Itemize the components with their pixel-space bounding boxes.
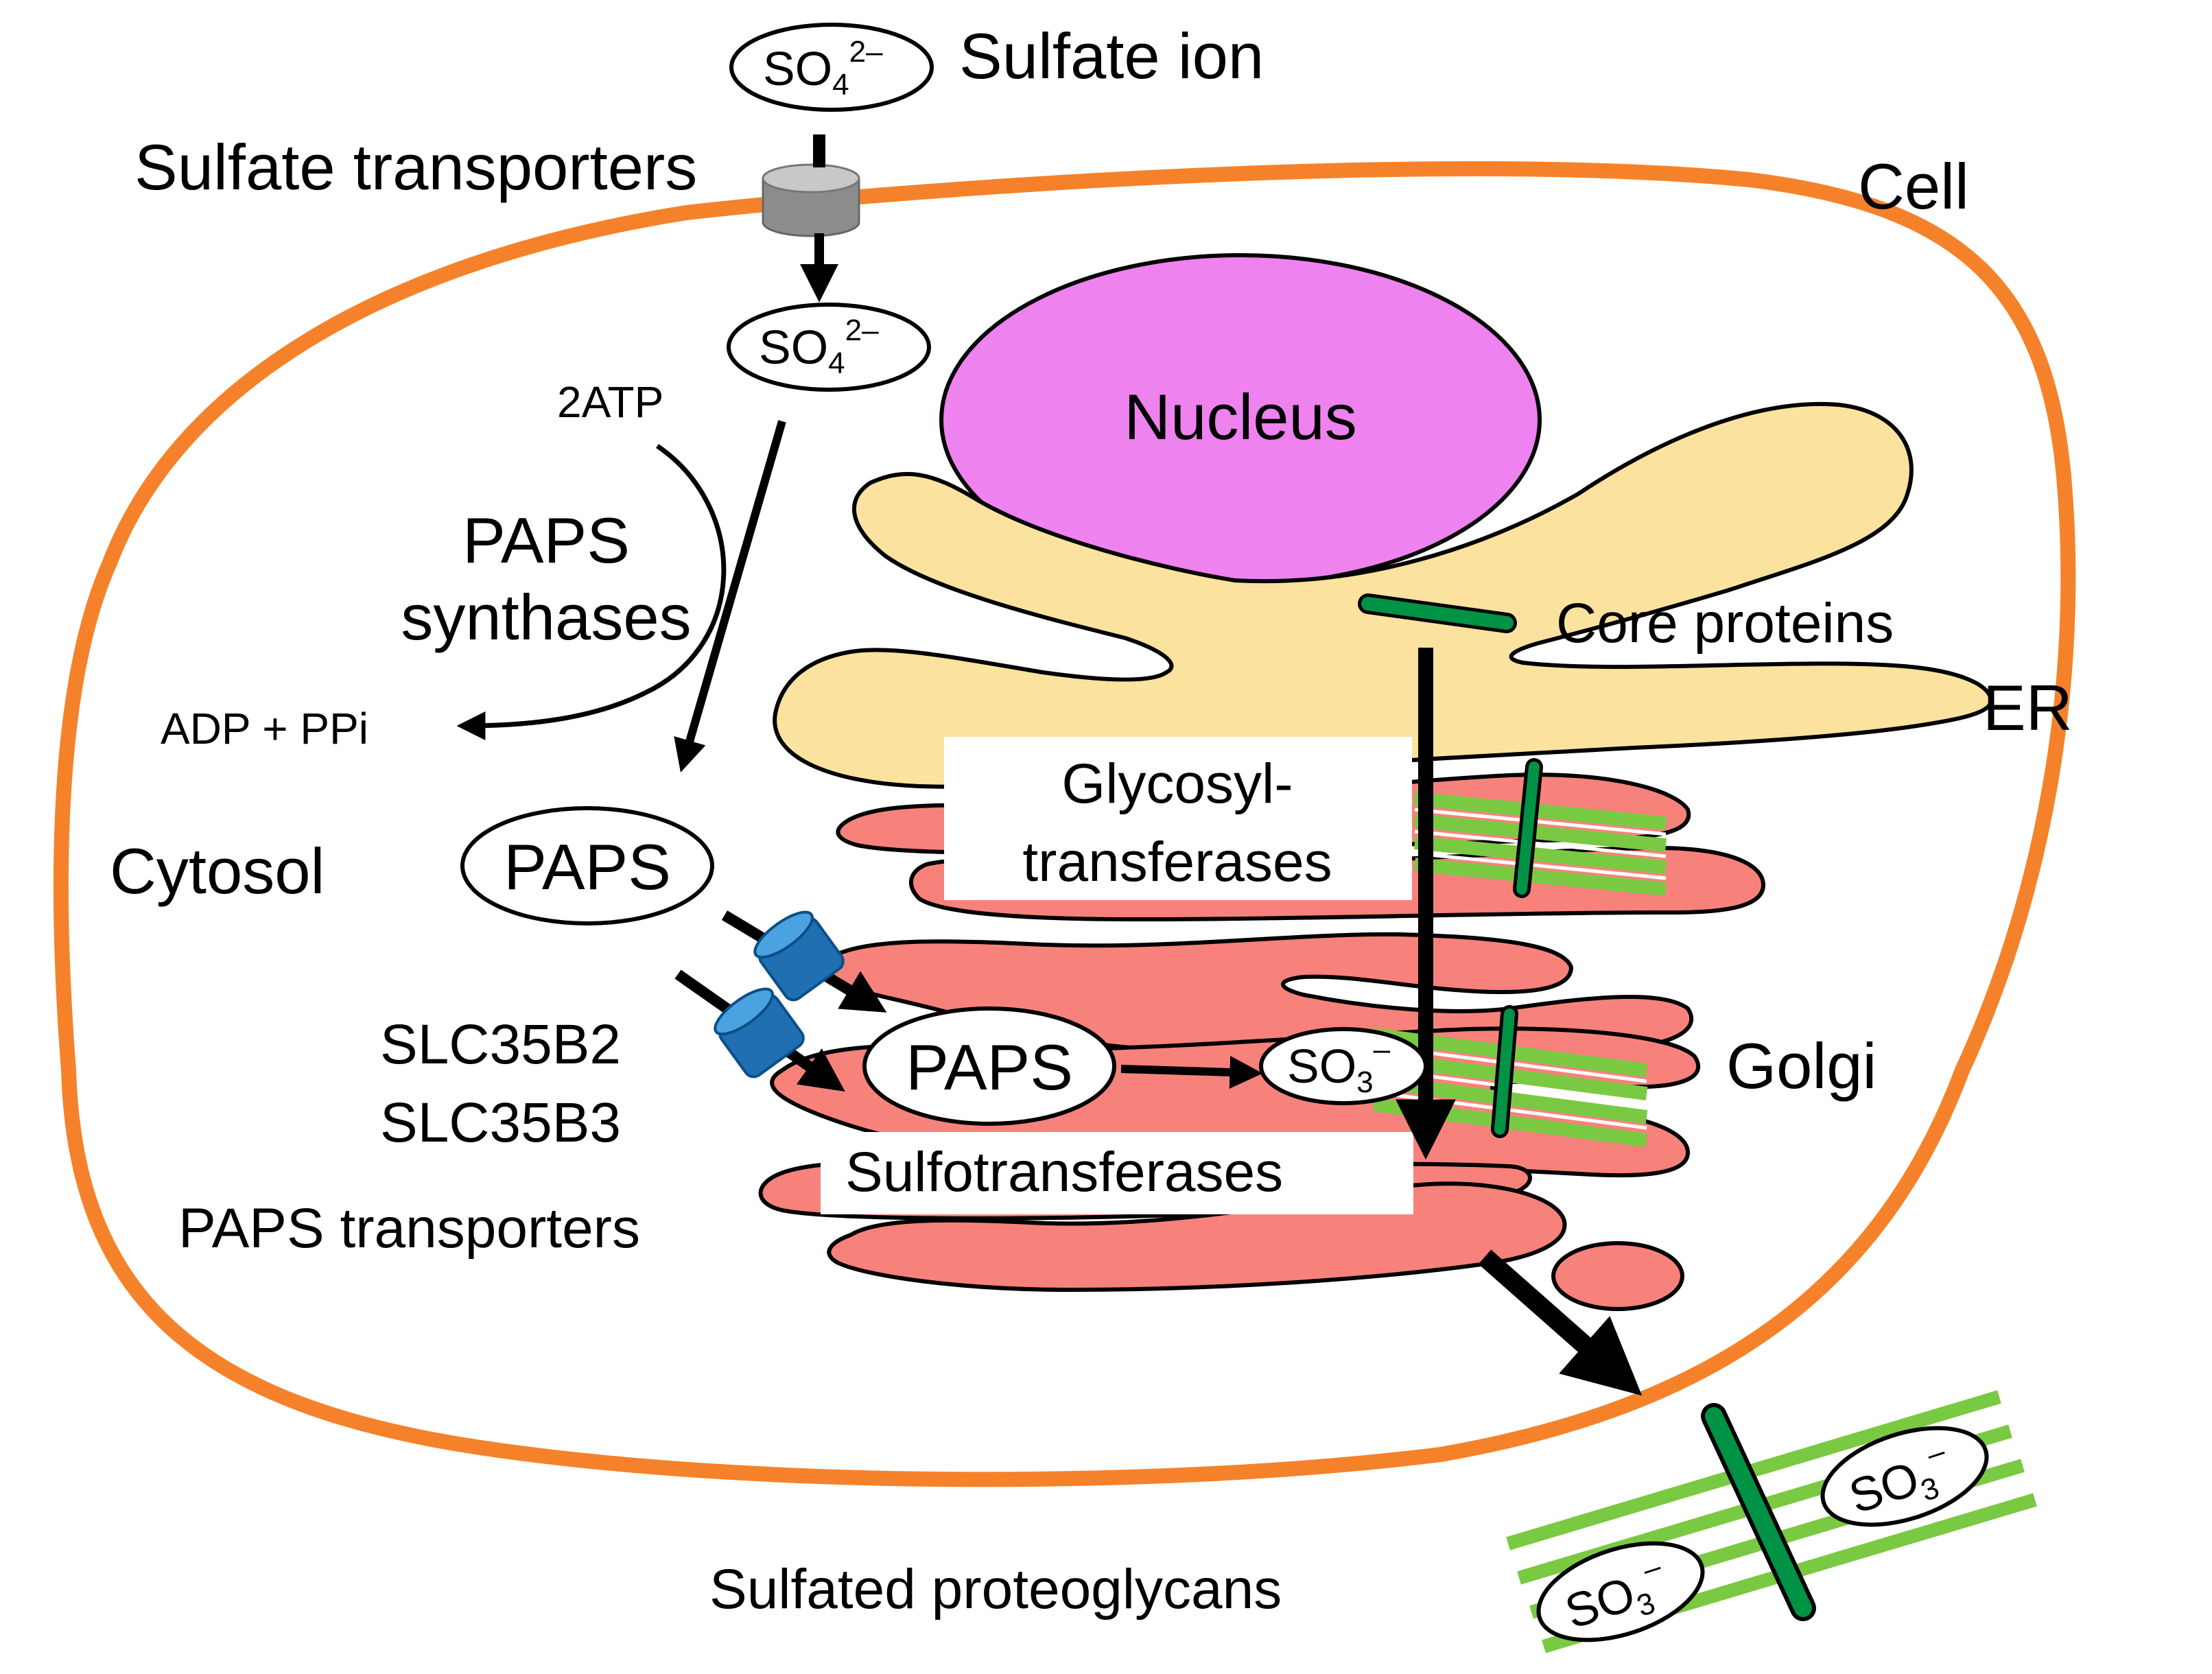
sulfate-ion-outside xyxy=(729,23,934,112)
cytosol-label: Cytosol xyxy=(110,835,325,907)
glycan-chains-upper xyxy=(1414,792,1667,896)
paps-synthases-label-line1: PAPS xyxy=(462,504,630,576)
svg-text:SO42–: SO42– xyxy=(759,314,879,380)
er-label: ER xyxy=(1983,672,2073,744)
sulfotransfer-arrow xyxy=(1120,1055,1263,1089)
paps-cytosol xyxy=(460,806,714,926)
paps-synthases-label-line2: synthases xyxy=(401,581,691,653)
sulfated-proteoglycans-label: Sulfated proteoglycans xyxy=(709,1558,1282,1620)
sulfate-ion-inside xyxy=(727,303,931,392)
paps-transporter-slc35b2 xyxy=(753,910,845,1002)
slc35b3-label: SLC35B3 xyxy=(380,1092,621,1154)
paps-transporters-label: PAPS transporters xyxy=(178,1197,640,1260)
activation-arrow xyxy=(674,420,786,773)
svg-text:SO42–: SO42– xyxy=(763,35,883,102)
paps-golgi-label: PAPS xyxy=(906,1031,1073,1103)
svg-text:SO3–: SO3– xyxy=(1287,1033,1391,1099)
two-atp-label: 2ATP xyxy=(557,377,663,427)
core-proteins-label: Core proteins xyxy=(1556,592,1894,655)
cell-membrane xyxy=(53,161,2076,1487)
glycosyltransferases-label-line2: transferases xyxy=(1022,831,1332,893)
paps-cytosol-label: PAPS xyxy=(504,831,671,903)
sulfotransferases-label-box xyxy=(821,1132,1413,1214)
sulfotransferases-label: Sulfotransferases xyxy=(845,1141,1283,1203)
glycosyltransferases-label-box xyxy=(944,737,1412,900)
golgi-label: Golgi xyxy=(1726,1030,1876,1102)
sulfate-ion-label: Sulfate ion xyxy=(959,20,1264,92)
sulfo-group-surface-2 xyxy=(1820,1426,1989,1527)
sulfate-transporter xyxy=(762,163,860,237)
nucleus-label: Nucleus xyxy=(1124,381,1357,453)
sulfo-group-golgi xyxy=(1259,1027,1428,1105)
sulfate-transporters-label: Sulfate transporters xyxy=(134,131,697,203)
slc35b2-label: SLC35B2 xyxy=(380,1013,621,1076)
secretion-arrow xyxy=(1478,1249,1643,1396)
atp-consumption-arrow xyxy=(456,444,727,740)
golgi-vesicle xyxy=(1551,1241,1684,1311)
paps-golgi xyxy=(862,1006,1116,1126)
sulfo-group-surface-1 xyxy=(1536,1541,1705,1642)
glycosyltransferases-label-line1: Glycosyl- xyxy=(1061,753,1293,815)
adp-ppi-label: ADP + PPi xyxy=(161,704,368,753)
cell-label: Cell xyxy=(1858,150,1969,222)
paps-transporter-slc35b3 xyxy=(714,987,805,1078)
